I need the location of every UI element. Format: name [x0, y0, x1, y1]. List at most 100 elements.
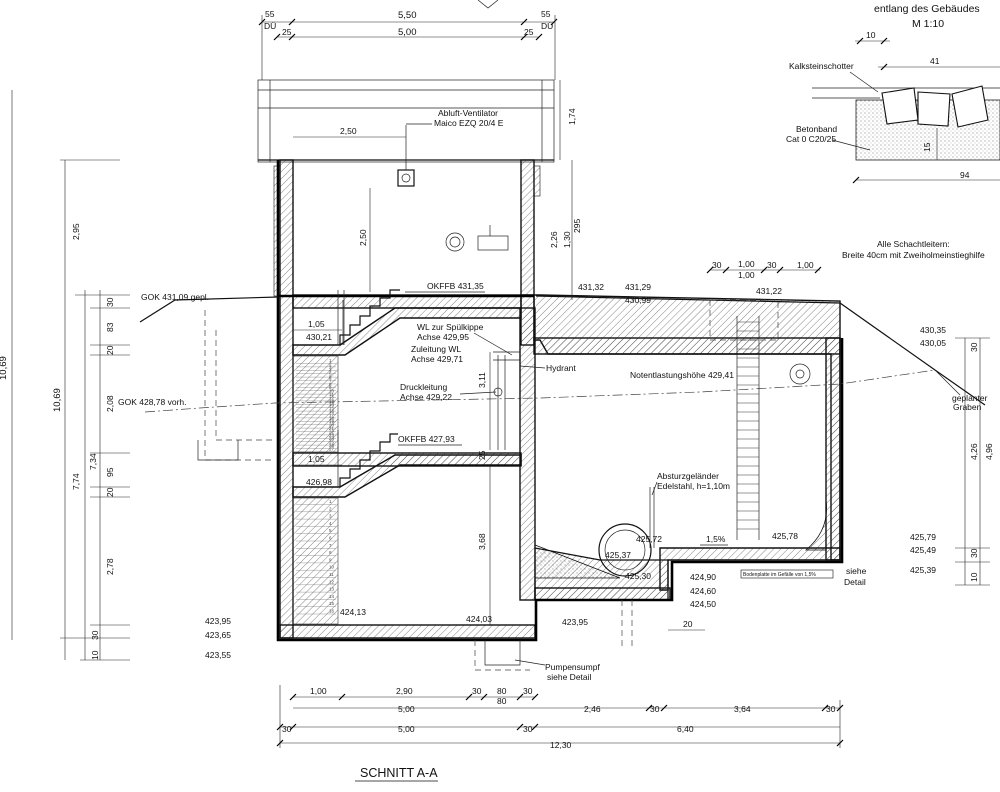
dim-250-h: 2,50	[340, 126, 357, 136]
stair-step-number: 8	[329, 382, 332, 387]
stair-step-number: 7	[329, 543, 332, 548]
stair-step-number: 26	[329, 443, 335, 448]
stair-step-number: 11	[329, 392, 334, 397]
druck-label-1: Druckleitung	[400, 382, 448, 392]
level-42698: 426,98	[306, 477, 332, 487]
stair-step-number: 20	[329, 423, 335, 428]
stair-step-number: 2	[329, 506, 332, 511]
heavy-outline	[276, 160, 844, 642]
stair-step-number: 23	[329, 433, 335, 438]
stair-step-number: 2	[329, 361, 332, 366]
wl-label-2: Achse 429,95	[417, 332, 469, 342]
dim-right-10: 10	[969, 572, 979, 582]
stair-step-number: 9	[329, 385, 332, 390]
dim-30a: 30	[105, 297, 115, 307]
dim-bottom-80b: 80	[497, 696, 507, 706]
top-dimension-chain: 55 DÜ 5,50 55 DÜ 25 5,00 25	[258, 0, 558, 80]
dim-bottom-30f: 30	[826, 704, 836, 714]
siehe-label-1: siehe	[846, 566, 867, 576]
gefaelle-label: 1,5%	[706, 534, 726, 544]
annotations: Abluft-Ventilator Maico EZQ 20/4 E GOK 4…	[118, 108, 988, 682]
dim-496: 4,96	[984, 443, 994, 460]
stair-step-number: 17	[329, 412, 335, 417]
zul-label-1: Zuleitung WL	[411, 344, 461, 354]
shaft-dim-30b: 30	[767, 260, 777, 270]
pumpe-label-2: siehe Detail	[547, 672, 592, 682]
dim-25-left: 25	[282, 27, 292, 37]
dim-734: 7,34	[88, 453, 98, 470]
bottom-dimension-chains: 1,00 2,90 30 80 30 80 5,00 30 5,00 30 2,…	[276, 685, 844, 750]
abluft-label-1: Abluft-Ventilator	[438, 108, 498, 118]
level-42460: 424,60	[690, 586, 716, 596]
pump-sump-icon	[598, 523, 652, 577]
sink-icon	[477, 235, 509, 251]
notentl-label: Notentlastungshöhe 429,41	[630, 370, 734, 380]
dim-bottom-500b: 5,00	[398, 724, 415, 734]
level-42490: 424,90	[690, 572, 716, 582]
detail-dim-15: 15	[922, 142, 932, 152]
stair-step-number: 5	[329, 528, 332, 533]
detail-betonband-1: Betonband	[796, 124, 837, 134]
level-42549: 425,49	[910, 545, 936, 555]
dim-95: 95	[105, 467, 115, 477]
stair-step-number: 14	[329, 594, 335, 599]
level-42403: 424,03	[466, 614, 492, 624]
shaft-dim-100c: 1,00	[797, 260, 814, 270]
level-42579: 425,79	[910, 532, 936, 542]
stair-step-number: 3	[329, 365, 332, 370]
stair-step-number: 22	[329, 429, 335, 434]
level-43129: 431,29	[625, 282, 651, 292]
stair-step-number: 15	[329, 601, 335, 606]
dim-1069-outer: 10,69	[0, 356, 9, 380]
stair-upper	[339, 289, 400, 345]
ladder-rungs	[737, 321, 759, 530]
detail-drawing: entlang des Gebäudes M 1:10 10 41 Kalkst…	[786, 3, 1000, 184]
note-line1: Alle Schachtleitern:	[877, 239, 950, 249]
ladder-note: Alle Schachtleitern: Breite 40cm mit Zwe…	[842, 239, 985, 260]
druck-label-2: Achse 429,22	[400, 392, 452, 402]
detail-dim-41: 41	[930, 56, 940, 66]
detail-dim-10: 10	[866, 30, 876, 40]
dim-right-30a: 30	[969, 342, 979, 352]
dim-105b: 1,05	[308, 454, 325, 464]
wl-label-1: WL zur Spülkippe	[417, 322, 484, 332]
dim-20: 20	[683, 619, 693, 629]
dim-bottom-640: 6,40	[677, 724, 694, 734]
dim-du-left: DÜ	[264, 21, 276, 31]
level-42413: 424,13	[340, 607, 366, 617]
level-42395a: 423,95	[205, 616, 231, 626]
dim-500-top: 5,00	[398, 27, 417, 38]
shaft-dim-100b: 1,00	[738, 270, 755, 280]
dim-25: 25	[477, 450, 487, 460]
abluft-label-2: Maico EZQ 20/4 E	[434, 118, 504, 128]
level-42539: 425,39	[910, 565, 936, 575]
fixtures	[337, 125, 811, 671]
left-dimension-chains: 10,69 10,69 2,95 7,74 7,34 30 83 20 2,08…	[0, 90, 130, 661]
dim-du-right: DÜ	[541, 21, 553, 31]
dim-250-v: 2,50	[358, 229, 368, 246]
stair-step-number: 3	[329, 514, 332, 519]
stair-step-number: 13	[329, 587, 335, 592]
dim-368: 3,68	[477, 533, 487, 550]
level-43122: 431,22	[756, 286, 782, 296]
dim-278: 2,78	[105, 558, 115, 575]
level-43035: 430,35	[920, 325, 946, 335]
dim-right-30b: 30	[969, 548, 979, 558]
level-markers: 431,32 431,29 430,99 431,22 430,35 430,0…	[205, 282, 946, 660]
shaft-dimensions: 30 1,00 1,00 30 1,00	[712, 259, 814, 280]
level-43132: 431,32	[578, 282, 604, 292]
stair-step-number: 1	[329, 499, 332, 504]
dim-25-right: 25	[524, 27, 534, 37]
gok-vorh-label: GOK 428,78 vorh.	[118, 397, 187, 407]
dim-bottom-80: 80	[497, 686, 507, 696]
fan-icon	[397, 169, 415, 187]
dim-130: 1,30	[562, 231, 572, 248]
level-43005: 430,05	[920, 338, 946, 348]
pipe-icon	[445, 232, 465, 252]
drawing-title: SCHNITT A-A	[360, 766, 438, 780]
stair-step-number: 13	[329, 399, 335, 404]
pumpe-label-1: Pumpensumpf	[545, 662, 600, 672]
dim-774: 7,74	[71, 473, 81, 490]
stair-step-number: 4	[329, 521, 332, 526]
